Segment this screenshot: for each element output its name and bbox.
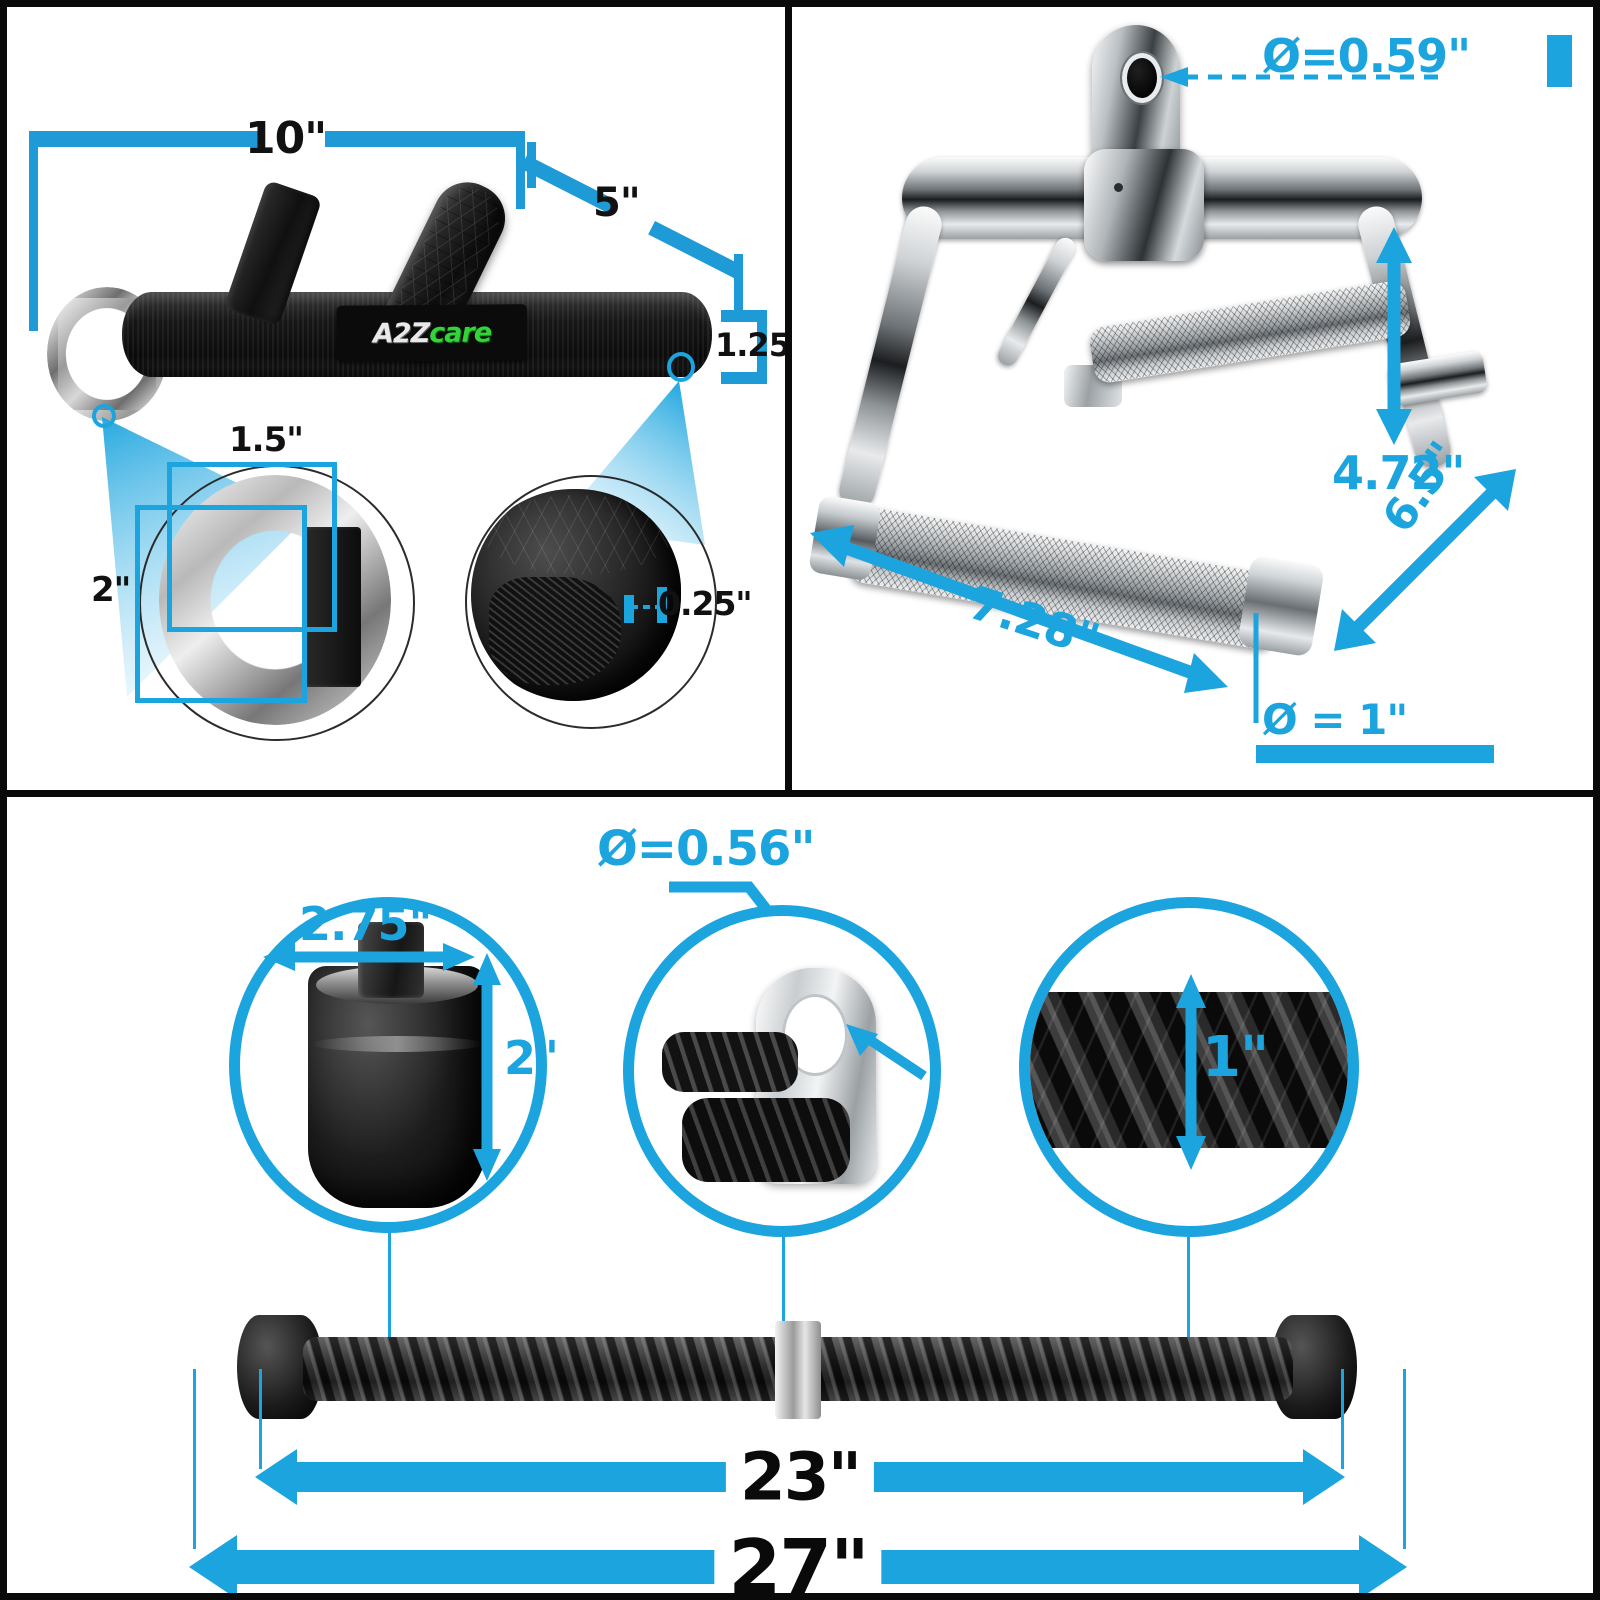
- rope-illustration: [237, 1307, 1357, 1427]
- strap-handle-illustration: A2Zcare: [37, 170, 737, 428]
- dim-10in-tick-left: [29, 131, 38, 331]
- dim-125in-bar-top: [721, 310, 765, 322]
- dim-label-cap-height: 2": [504, 1031, 559, 1085]
- dim-025-dashed-line: [631, 605, 663, 609]
- dim-cap-height-arrow: [473, 953, 501, 1181]
- dim-1in-leader: [1253, 613, 1259, 723]
- dim-box-2in: [135, 505, 307, 703]
- arrowhead-right: [1303, 1449, 1345, 1505]
- dim-1in-baseline: [1256, 745, 1494, 763]
- dim-728-arrow: [810, 525, 1228, 693]
- dim-label-dring-width: 1.5": [229, 420, 304, 460]
- dim-label-cap-diameter: 2.75": [299, 897, 432, 951]
- dim-10in-bar-right: [325, 131, 525, 147]
- dim-arrow-23in: 23": [255, 1438, 1345, 1516]
- horizontal-divider: [7, 790, 1593, 797]
- detail-circle-rope: 1": [1019, 897, 1359, 1237]
- dim-label-dring-height: 2": [91, 570, 131, 610]
- dim-059-end-block: [1547, 35, 1572, 87]
- bracket-rope-bottom: [682, 1098, 850, 1182]
- detail-circle-grip-outline: [465, 475, 717, 729]
- arrowhead-left: [189, 1535, 237, 1593]
- dim-5in-tick-end: [734, 254, 743, 314]
- dim-125in-tick: [757, 310, 767, 384]
- dim-059-leader-line: [1160, 67, 1440, 87]
- logo-text-care: care: [429, 316, 492, 349]
- dim-label-vbar-height: 4.72": [1332, 446, 1465, 500]
- dim-5in-tick-start: [527, 142, 536, 188]
- dim-label-overall-length: 27": [714, 1522, 882, 1593]
- vbar-inner-strut: [994, 234, 1079, 370]
- dim-label-rope-length: 23": [725, 1438, 875, 1516]
- vertical-divider: [785, 7, 792, 790]
- dim-125in-bar-bottom: [721, 372, 765, 384]
- logo-text-a2z: A2Z: [372, 317, 430, 350]
- vbar-upper-grip: [1087, 279, 1413, 385]
- arrowhead-right: [1359, 1535, 1407, 1593]
- dim-472-arrow: [1376, 227, 1412, 445]
- detail-grip-photo: [471, 481, 701, 709]
- dim-label-bracket-hole: Ø=0.56": [597, 821, 815, 877]
- tick-23in-left: [259, 1369, 262, 1469]
- dim-label-grip-width: 1.25": [715, 326, 785, 364]
- grip-eyelet-marker: [667, 352, 695, 382]
- vbar-swivel-block: [1084, 149, 1204, 261]
- dim-10in-tick-right: [516, 131, 525, 209]
- dim-label-vbar-grip-diameter: Ø = 1": [1262, 695, 1408, 744]
- bracket-rope-left: [662, 1032, 798, 1092]
- tick-27in-left: [193, 1369, 196, 1549]
- dim-10in-bar-left: [29, 131, 261, 147]
- leader-line-rope: [1187, 1237, 1190, 1367]
- dim-label-rope-diameter: 1": [1202, 1025, 1269, 1090]
- dim-label-strap-thickness: 0.25": [658, 584, 753, 623]
- leader-line-bracket: [782, 1237, 785, 1367]
- dim-label-eyelet-diameter: Ø=0.59": [1262, 29, 1471, 83]
- panel-vbar-handle: Ø=0.59" 4.72" 6.5" 7.28" Ø = 1": [792, 7, 1593, 790]
- vbar-set-screw: [1114, 183, 1123, 192]
- dim-rope-diameter-arrow: [1176, 974, 1206, 1170]
- dim-025-tick-left: [624, 595, 634, 623]
- dim-box-1p5: [167, 462, 337, 632]
- dim-65-arrow: [1334, 469, 1516, 651]
- dim-label-strap-length: 10": [245, 113, 327, 164]
- panel-strap-handle: 10" 5" 1.25" A2Zcare: [7, 7, 785, 790]
- tick-27in-right: [1403, 1369, 1406, 1549]
- vbar-left-arm: [835, 202, 946, 513]
- dim-label-grip-length: 5": [593, 180, 641, 226]
- dim-275-arrow: [263, 943, 475, 971]
- vbar-eyelet-hole: [1122, 53, 1162, 103]
- endcap-body: [308, 966, 486, 1208]
- endcap-highlight: [312, 1036, 482, 1052]
- brand-logo-patch: A2Zcare: [336, 304, 528, 362]
- bracket-pointer-arrow: [846, 1024, 927, 1081]
- dim-arrow-27in: 27": [189, 1522, 1407, 1593]
- detail-circle-bracket: [623, 905, 941, 1237]
- rope-center-clip: [775, 1321, 821, 1419]
- arrowhead-left: [255, 1449, 297, 1505]
- panel-tricep-rope: Ø=0.56" 2.75" 2": [7, 797, 1593, 1593]
- leader-line-endcap: [388, 1233, 391, 1367]
- tick-23in-right: [1341, 1369, 1344, 1469]
